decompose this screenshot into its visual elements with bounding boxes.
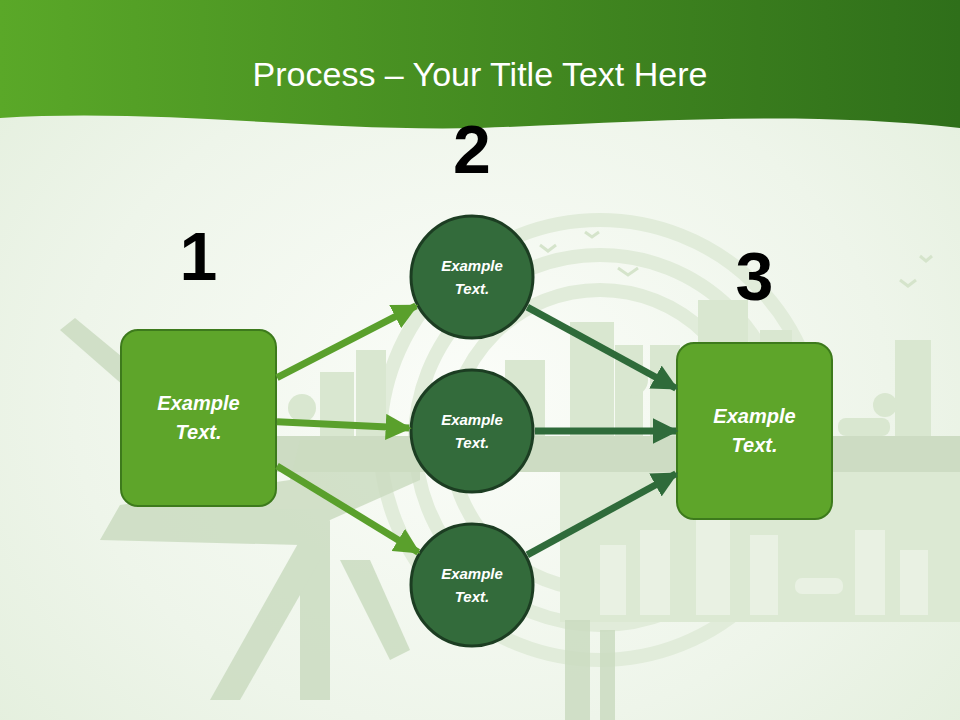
circle-outline [409,522,535,648]
step-number: 3 [638,241,871,311]
process-box: 3Example Text. [676,342,833,520]
header-band [0,0,960,128]
flow-arrow [527,307,676,388]
flow-arrow [277,422,409,428]
hand-shapes [60,318,615,720]
process-box: 1Example Text. [120,329,277,507]
reflected-buildings [600,510,928,615]
process-circle: 2Example Text. [409,214,535,340]
circle-shape [411,370,533,492]
flow-arrow [277,306,416,378]
circle-shape [411,216,533,338]
flow-arrow [527,474,676,555]
node-text: Example Text. [427,254,517,300]
step-number: 2 [369,114,575,184]
step-number: 1 [82,221,315,291]
node-text: Example Text. [427,562,517,608]
circle-outline [409,214,535,340]
flow-arrow [277,466,418,552]
title: Process – Your Title Text Here [0,50,960,98]
process-circle: Example Text. [409,522,535,648]
circle-outline [409,368,535,494]
node-text: Example Text. [144,389,254,447]
flow-arrow [535,428,676,435]
node-text: Example Text. [427,408,517,454]
title-text: Process – Your Title Text Here [253,55,708,93]
process-circle: Example Text. [409,368,535,494]
node-text: Example Text. [700,402,810,460]
city-skyline [288,300,931,440]
circle-shape [411,524,533,646]
